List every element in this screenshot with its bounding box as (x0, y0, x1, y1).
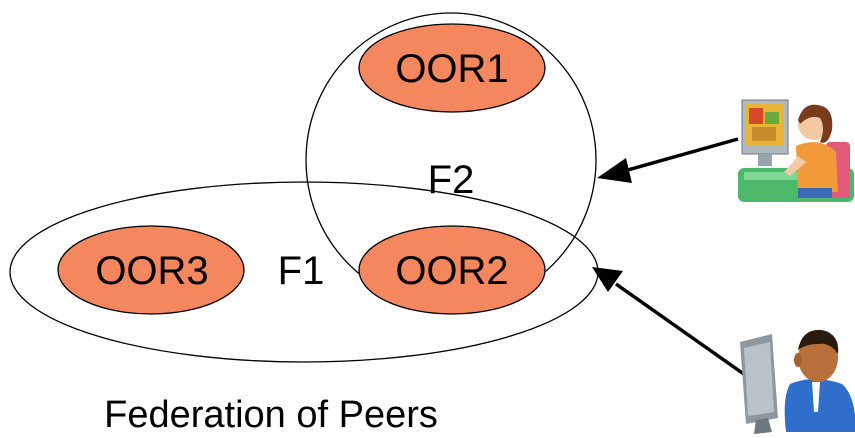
diagram-caption: Federation of Peers (104, 394, 438, 436)
arrow-to-f1 (592, 267, 750, 379)
node-oor2: OOR2 (358, 225, 546, 315)
federation-f1-label: F1 (278, 249, 325, 293)
man-at-computer-icon (740, 329, 855, 434)
node-oor1-label: OOR1 (395, 47, 508, 91)
node-oor2-label: OOR2 (395, 249, 508, 293)
node-oor3-label: OOR3 (95, 249, 208, 293)
woman-at-computer-icon (738, 99, 854, 202)
node-oor1: OOR1 (358, 23, 546, 113)
node-oor3: OOR3 (57, 225, 245, 315)
federation-f2-label: F2 (428, 158, 475, 202)
arrow-to-f2 (597, 137, 739, 183)
